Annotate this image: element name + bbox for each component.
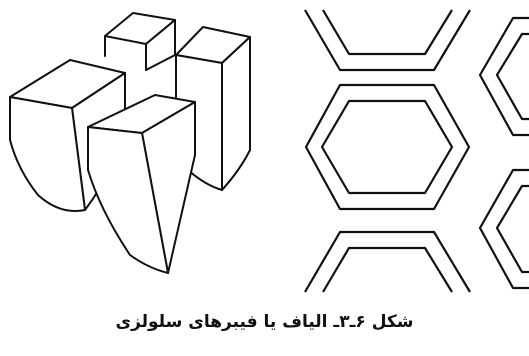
fiber-blocks-3d [10,13,250,273]
hex-cell-right-top [480,18,529,135]
fiber-cross-sections [305,10,529,292]
fiber-block-front [88,95,195,273]
hex-cell-bottom [305,232,470,292]
fiber-block-back-center [105,13,175,70]
hex-cell-top [305,10,470,70]
figure-caption: شکل ۶ـ۳ـ الیاف یا فیبرهای سلولزی [0,312,529,332]
hex-cell-right-bottom [480,170,529,288]
hex-cell-center [306,85,469,209]
